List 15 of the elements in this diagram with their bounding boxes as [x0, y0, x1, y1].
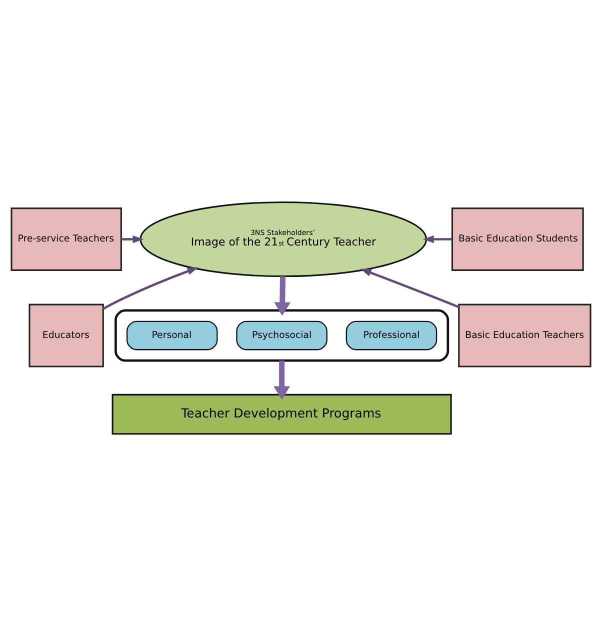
arrow — [360, 268, 460, 308]
arrow — [422, 234, 452, 243]
node-box: Psychosocial — [236, 320, 328, 350]
node-box: Basic Education Students — [451, 207, 584, 270]
arrow — [274, 276, 291, 316]
arrow — [121, 234, 144, 243]
arrow — [102, 266, 198, 310]
node-box: Teacher Development Programs — [112, 393, 452, 434]
arrow — [274, 360, 290, 400]
node-box: Professional — [346, 320, 438, 350]
cluster — [114, 308, 450, 362]
node-box: Pre-service Teachers — [10, 207, 122, 270]
node-box: Basic Education Teachers — [458, 303, 592, 367]
node-box: Educators — [28, 303, 104, 367]
node-box: Personal — [126, 320, 218, 350]
